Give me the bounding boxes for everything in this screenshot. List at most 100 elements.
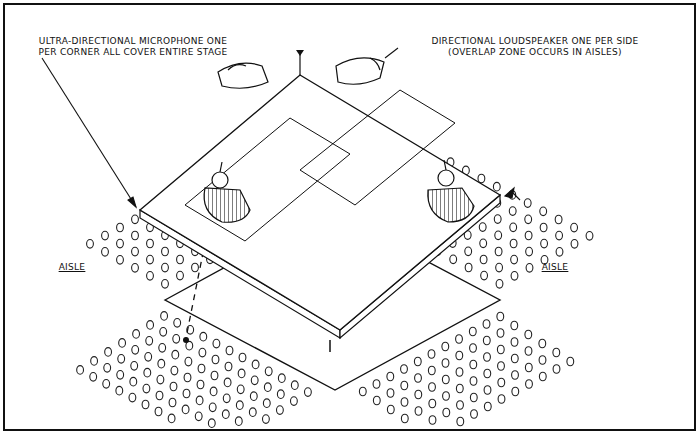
- seat: [512, 387, 519, 396]
- seat: [414, 357, 421, 366]
- seat: [182, 405, 189, 414]
- seat: [484, 402, 491, 411]
- seat: [208, 419, 215, 428]
- seat: [469, 327, 476, 336]
- seat: [198, 364, 205, 373]
- seat: [263, 399, 270, 408]
- seat: [484, 369, 491, 378]
- seat: [524, 199, 531, 208]
- seat: [177, 255, 184, 264]
- seat: [478, 174, 485, 183]
- seat: [155, 407, 162, 416]
- seat: [497, 329, 504, 338]
- seat: [470, 344, 477, 353]
- seat: [117, 371, 124, 380]
- seat: [511, 321, 518, 330]
- seat: [118, 355, 125, 364]
- seat: [263, 415, 270, 424]
- seat: [415, 390, 422, 399]
- seat: [498, 362, 505, 371]
- seat: [429, 399, 436, 408]
- aisle-label: AISLE: [535, 262, 575, 273]
- seat: [250, 392, 257, 401]
- seat: [442, 359, 449, 368]
- seat: [104, 364, 111, 373]
- seat: [222, 410, 229, 419]
- seat: [484, 353, 491, 362]
- seat: [553, 365, 560, 374]
- seat: [156, 391, 163, 400]
- seat: [571, 240, 578, 249]
- seat: [142, 400, 149, 409]
- seat: [470, 393, 477, 402]
- seat: [291, 381, 298, 390]
- seat: [526, 380, 533, 389]
- seat: [525, 330, 532, 339]
- seat: [525, 347, 532, 356]
- seat: [162, 263, 169, 272]
- seat: [237, 385, 244, 394]
- seat: [291, 397, 298, 406]
- seat: [252, 360, 259, 369]
- seat: [170, 382, 177, 391]
- seat: [132, 247, 139, 256]
- seat: [212, 355, 219, 364]
- seat: [160, 328, 167, 337]
- seat: [236, 401, 243, 410]
- seat: [428, 350, 435, 359]
- seat: [456, 335, 463, 344]
- seat: [158, 359, 165, 368]
- seat: [470, 377, 477, 386]
- seat: [480, 239, 487, 248]
- seat: [159, 344, 166, 353]
- seat: [238, 369, 245, 378]
- seat: [129, 393, 136, 402]
- seat: [173, 335, 180, 344]
- seat: [450, 255, 457, 264]
- seat: [130, 377, 137, 386]
- seat: [456, 368, 463, 377]
- seat: [480, 255, 487, 264]
- seat: [511, 338, 518, 347]
- seat: [90, 373, 97, 382]
- seat: [102, 248, 109, 257]
- seat: [185, 357, 192, 366]
- seat: [235, 417, 242, 426]
- seat: [305, 388, 312, 397]
- seat: [77, 366, 84, 375]
- seat: [479, 223, 486, 232]
- seat: [429, 383, 436, 392]
- seat: [567, 357, 574, 366]
- seat: [183, 389, 190, 398]
- seat: [184, 373, 191, 382]
- seat: [484, 386, 491, 395]
- seat: [119, 339, 126, 348]
- seat: [103, 380, 110, 389]
- seat: [278, 374, 285, 383]
- seat: [264, 383, 271, 392]
- seat: [117, 223, 124, 232]
- seat: [586, 232, 593, 241]
- seat: [525, 231, 532, 240]
- seat: [143, 384, 150, 393]
- seat: [132, 264, 139, 273]
- seat: [226, 346, 233, 355]
- seat: [177, 271, 184, 280]
- seat: [401, 414, 408, 423]
- seat: [401, 365, 408, 374]
- seat: [429, 416, 436, 425]
- seat: [496, 280, 503, 289]
- seat: [239, 353, 246, 362]
- seat: [540, 207, 547, 216]
- seat: [457, 417, 464, 426]
- seat: [498, 378, 505, 387]
- seat: [511, 272, 518, 281]
- seat: [144, 368, 151, 377]
- seat: [195, 412, 202, 421]
- seat: [209, 403, 216, 412]
- seat: [132, 215, 139, 224]
- seat: [496, 263, 503, 272]
- seat: [470, 360, 477, 369]
- seat: [199, 348, 206, 357]
